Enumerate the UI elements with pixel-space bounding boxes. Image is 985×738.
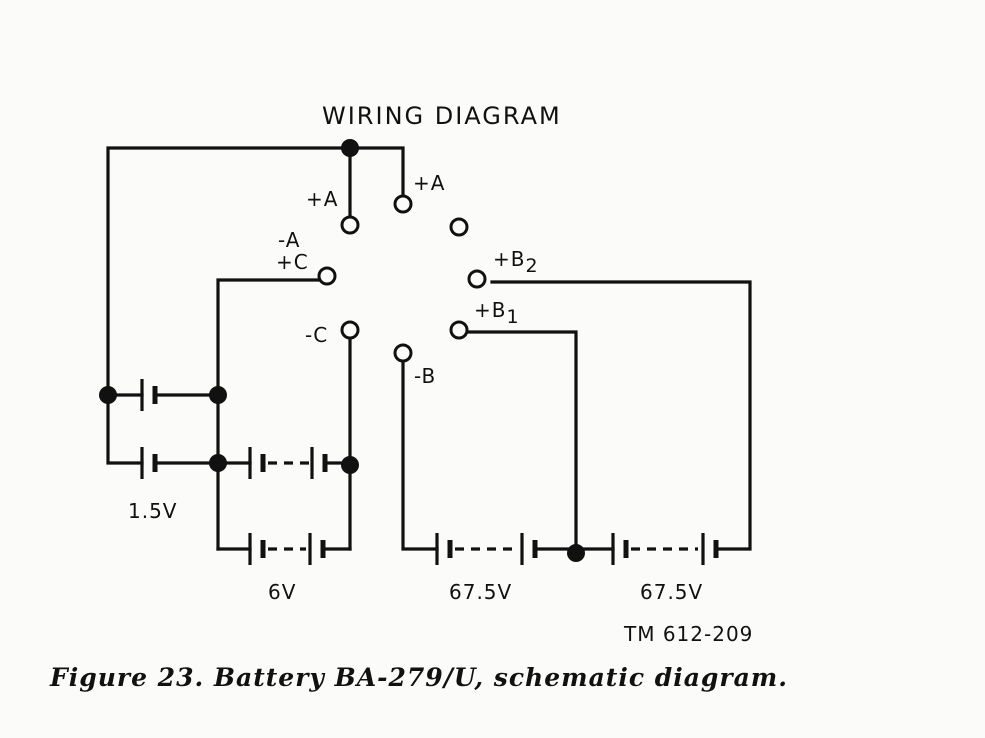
plus-c-wire	[216, 278, 320, 551]
label-plus-a-left: +A	[306, 187, 338, 211]
terminal-plus-b1	[449, 320, 469, 340]
battery-67-5v-high	[574, 533, 719, 565]
voltage-label-1-5v: 1.5V	[128, 499, 178, 523]
battery-67-5v-low	[435, 533, 578, 565]
terminal-plus-c	[317, 266, 337, 286]
junction-minus-c	[341, 456, 359, 474]
terminals	[317, 194, 487, 363]
label-minus-b: -B	[414, 364, 436, 388]
plus-b1-wire	[465, 330, 578, 555]
junction-left-rail	[99, 386, 117, 404]
voltage-label-67-5v-low: 67.5V	[449, 580, 512, 604]
label-plus-c: +C	[276, 250, 309, 274]
top-bus-wire	[106, 146, 405, 397]
label-plus-a-right: +A	[413, 171, 445, 195]
label-minus-a: -A	[278, 228, 300, 252]
reference-number: TM 612-209	[623, 622, 753, 646]
battery-6v-upper	[216, 447, 352, 479]
terminal-minus-b	[393, 343, 413, 363]
battery-1-5v-lower	[140, 447, 220, 479]
terminal-plus-a-left	[340, 215, 360, 235]
junction-top	[341, 139, 359, 157]
terminal-plus-a-right	[393, 194, 413, 214]
minus-b-wire	[401, 358, 439, 551]
wires	[106, 146, 752, 555]
terminal-minus-c	[340, 320, 360, 340]
junction-upper-mid	[209, 386, 227, 404]
junctions	[99, 139, 585, 562]
label-plus-b1: +B1	[474, 298, 520, 328]
junction-b-mid	[567, 544, 585, 562]
figure-caption: Figure 23. Battery BA-279/U, schematic d…	[49, 663, 788, 692]
label-plus-b2: +B2	[493, 247, 539, 277]
diagram-title: WIRING DIAGRAM	[322, 102, 562, 130]
terminal-plus-b2	[467, 269, 487, 289]
battery-6v-lower	[216, 533, 352, 565]
label-minus-c: -C	[305, 323, 328, 347]
terminal-spare	[449, 217, 469, 237]
left-rail-lower-wire	[106, 393, 144, 465]
plus-b2-wire	[490, 280, 752, 551]
voltage-label-6v: 6V	[268, 580, 296, 604]
voltage-label-67-5v-high: 67.5V	[640, 580, 703, 604]
battery-1-5v-upper	[106, 379, 220, 411]
junction-lower-mid	[209, 454, 227, 472]
